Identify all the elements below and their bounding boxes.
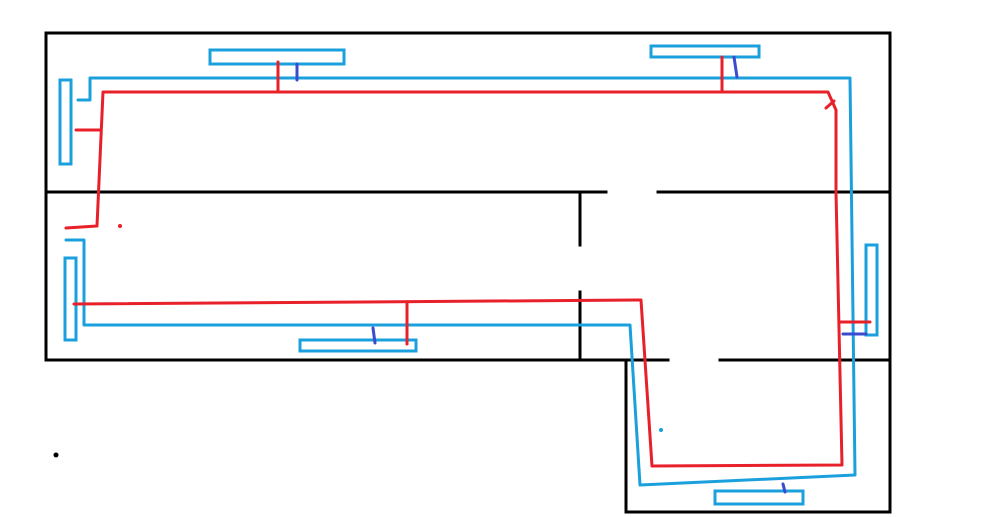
walls	[44, 31, 892, 514]
radiator-bottom-right	[713, 489, 805, 506]
stray-dot	[53, 452, 59, 458]
supply-pipe-upper-run	[64, 90, 844, 468]
return-pipe	[64, 76, 857, 487]
radiator-right-wall	[864, 243, 879, 337]
supply-pipe	[64, 55, 872, 468]
return-pipe-dot	[659, 428, 663, 432]
supply-stub-top-right	[824, 99, 836, 110]
valve-top-right	[732, 55, 739, 79]
valve-bottom-right	[781, 482, 787, 494]
supply-pipe-dot	[118, 224, 122, 228]
radiators	[58, 44, 879, 506]
valve-middle-bottom	[371, 326, 377, 345]
return-pipe-main-loop	[64, 76, 857, 487]
radiator-middle-bottom	[298, 338, 418, 353]
valves	[295, 55, 868, 494]
radiator-top-right	[649, 44, 761, 59]
radiator-top-left-wall	[58, 78, 73, 166]
radiator-middle-left-wall	[63, 256, 78, 342]
